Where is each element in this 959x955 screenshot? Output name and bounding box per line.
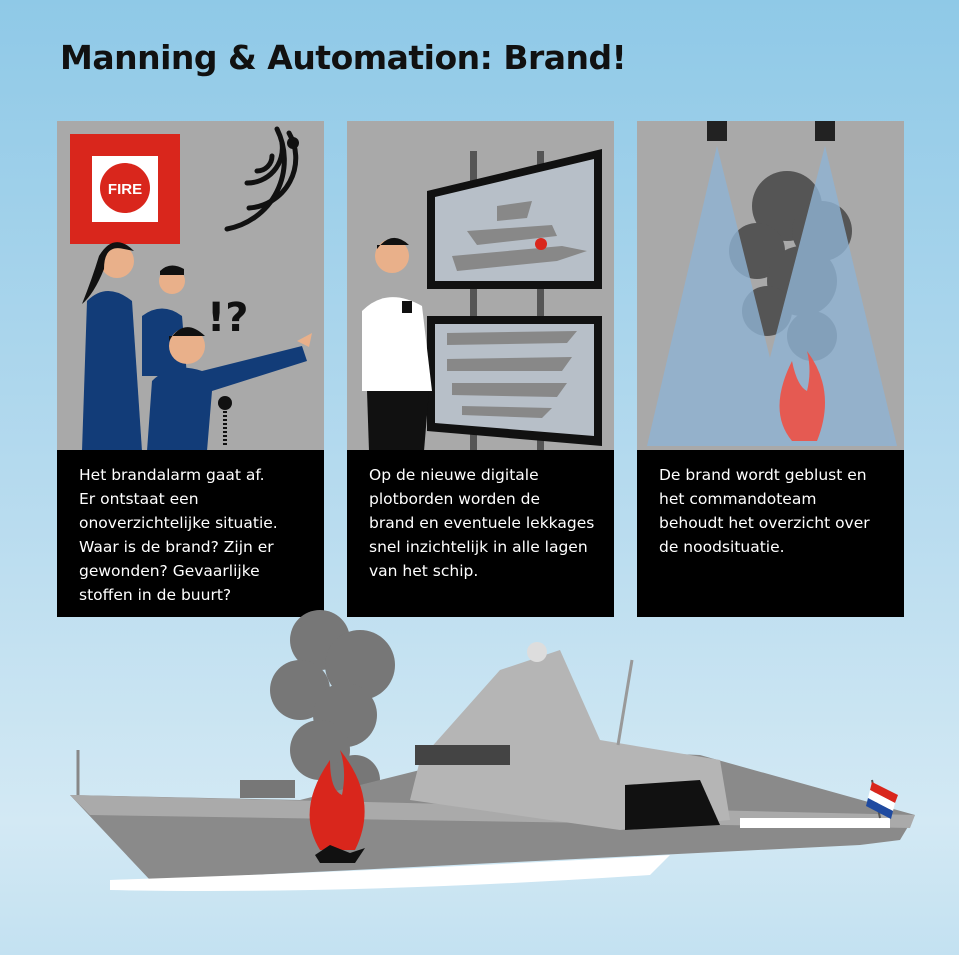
digital-plot-board-top-icon — [427, 149, 602, 289]
flame-icon — [779, 351, 825, 441]
caption-line: de noodsituatie. — [659, 538, 785, 556]
panel-fire-alarm: FIRE !? — [57, 121, 324, 617]
caption-fire-alarm: Het brandalarm gaat af. Er ontstaat een … — [57, 450, 324, 617]
caption-line: snel inzichtelijk in alle lagen — [369, 538, 588, 556]
panel-plot-boards: Op de nieuwe digitale plotborden worden … — [347, 121, 614, 617]
illustration-fire-alarm: FIRE !? — [57, 121, 324, 450]
caption-line: het commandoteam — [659, 490, 817, 508]
caption-line: Het brandalarm gaat af. — [79, 466, 265, 484]
caption-line: plotborden worden de — [369, 490, 541, 508]
panel-extinguish: De brand wordt geblust en het commandote… — [637, 121, 904, 617]
ship-illustration — [70, 610, 915, 891]
ship-fire-icon — [309, 750, 365, 863]
caption-line: onoverzichtelijke situatie. — [79, 514, 278, 532]
bow-wave — [110, 855, 670, 891]
frigate-icon — [70, 642, 915, 880]
alarm-sound-waves-icon — [224, 126, 299, 232]
caption-line: van het schip. — [369, 562, 479, 580]
caption-line: brand en eventuele lekkages — [369, 514, 595, 532]
illustration-sprinklers — [637, 121, 904, 450]
caption-line: Op de nieuwe digitale — [369, 466, 539, 484]
caption-line: Waar is de brand? Zijn er — [79, 538, 274, 556]
caption-line: Er ontstaat een — [79, 490, 199, 508]
caption-line: gewonden? Gevaarlijke — [79, 562, 260, 580]
sprinkler-head-icon — [707, 121, 835, 141]
caption-extinguish: De brand wordt geblust en het commandote… — [637, 450, 904, 617]
confusion-marks: !? — [207, 295, 248, 341]
caption-line: stoffen in de buurt? — [79, 586, 232, 604]
officer-figure-icon — [362, 237, 432, 450]
caption-plot-boards: Op de nieuwe digitale plotborden worden … — [347, 450, 614, 617]
svg-text:FIRE: FIRE — [108, 181, 142, 198]
water-spray-icon — [647, 146, 897, 446]
dutch-flag-icon — [866, 779, 898, 819]
page-title: Manning & Automation: Brand! — [60, 38, 627, 77]
smoke-plume-icon — [270, 610, 395, 805]
digital-plot-board-bottom-icon — [427, 316, 602, 446]
crew-figures-icon — [82, 242, 312, 450]
caption-line: behoudt het overzicht over — [659, 514, 870, 532]
fire-alarm-sign-icon: FIRE — [70, 134, 180, 244]
illustration-plot-boards — [347, 121, 614, 450]
caption-line: De brand wordt geblust en — [659, 466, 867, 484]
